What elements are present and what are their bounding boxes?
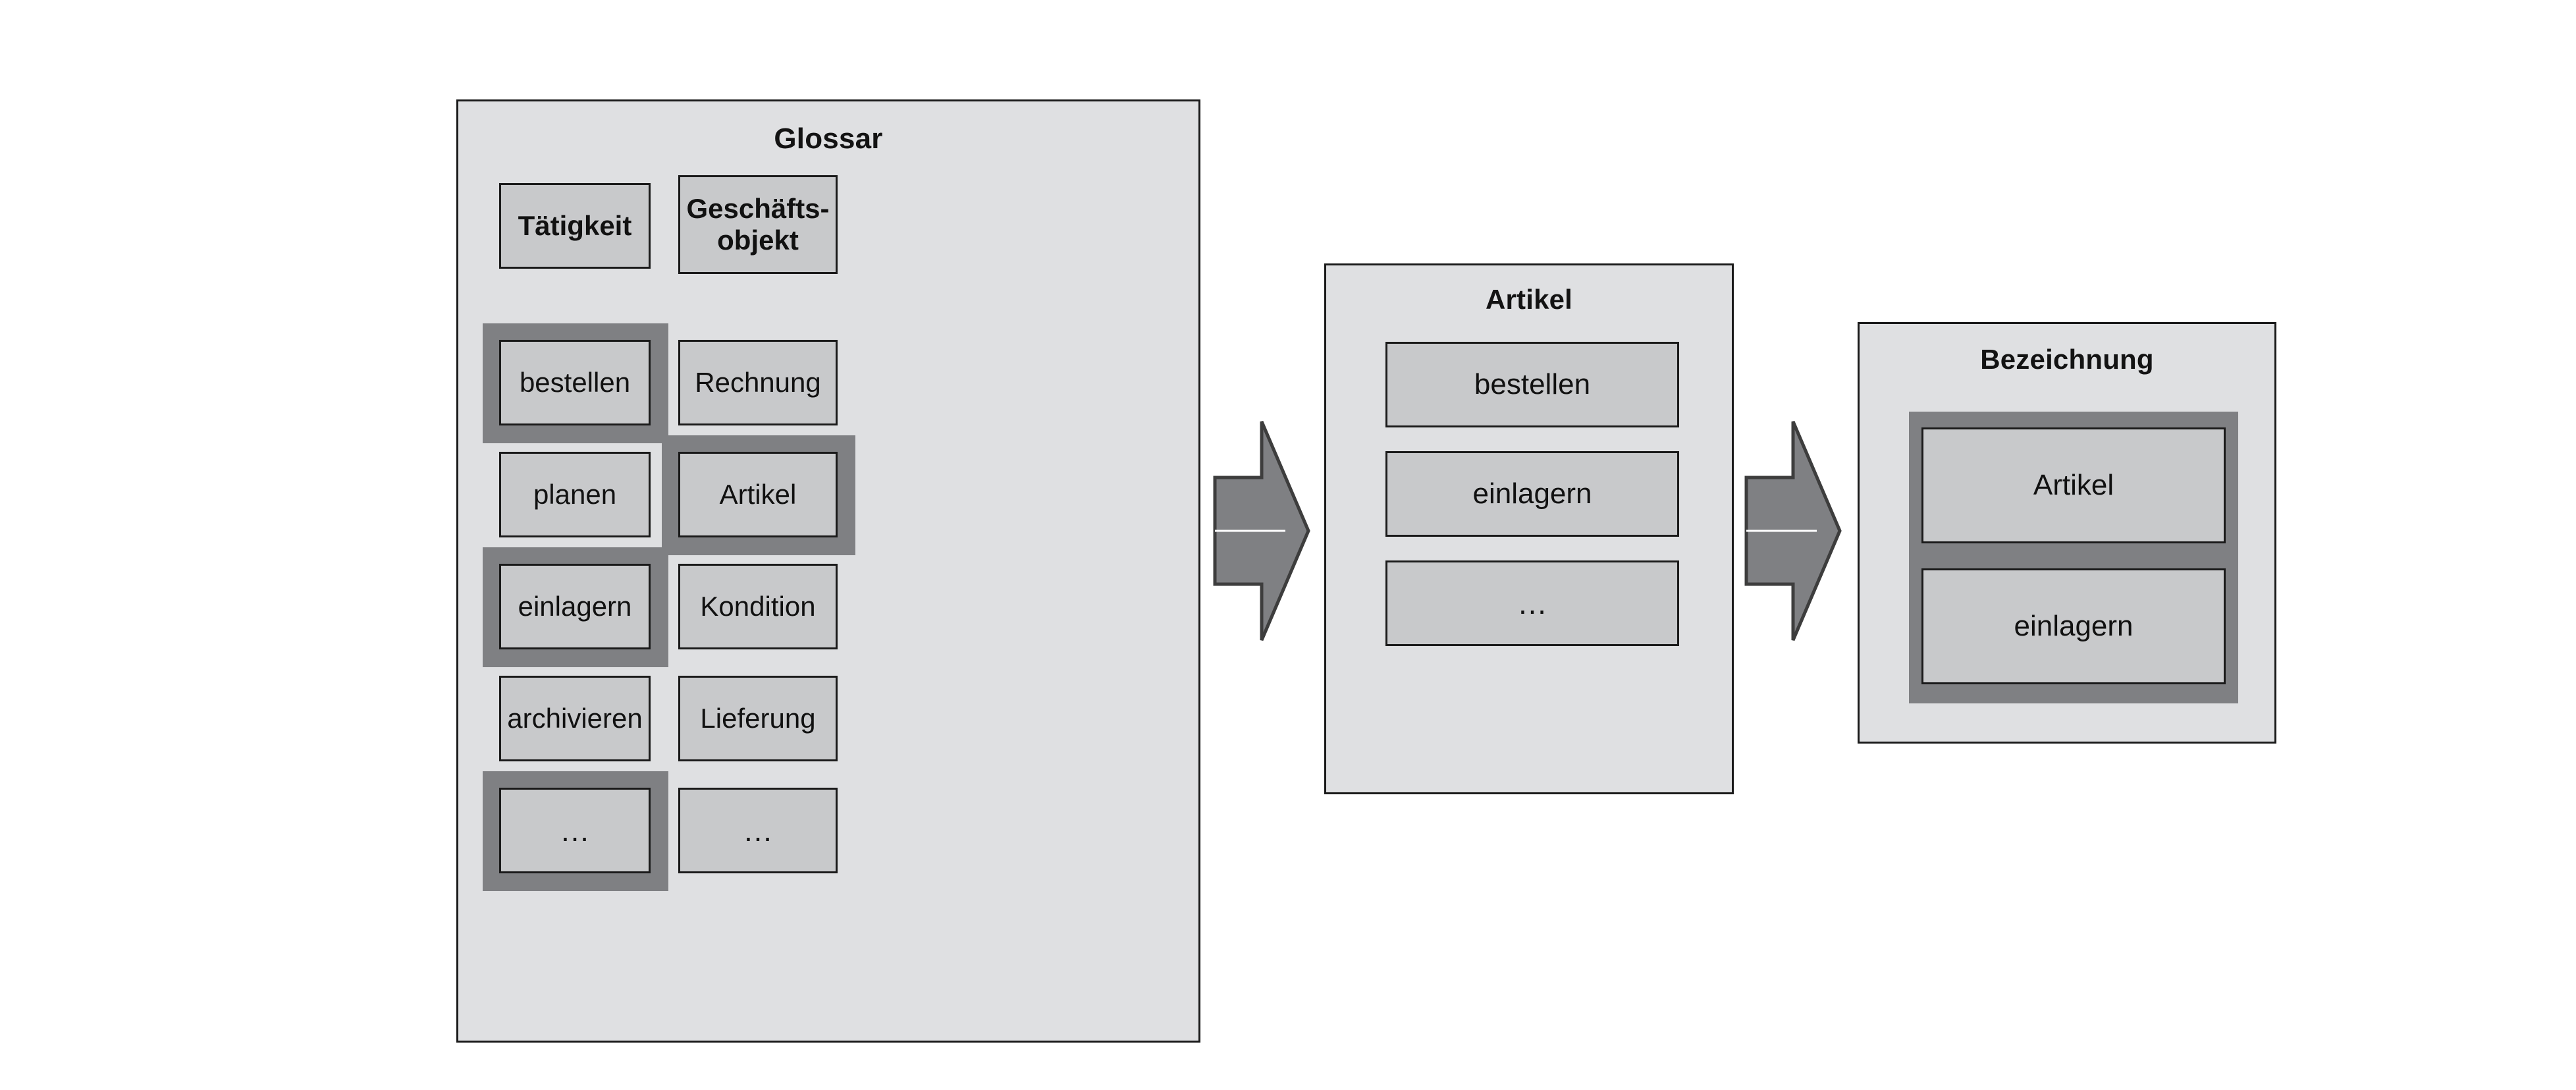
glossar-item-artikel[interactable]: Artikel bbox=[678, 452, 838, 537]
glossar-item-ellipsis-taetigkeit[interactable]: … bbox=[499, 788, 651, 873]
bezeichnung-item-artikel[interactable]: Artikel bbox=[1921, 427, 2226, 543]
arrow-artikel-to-bezeichnung bbox=[1743, 418, 1843, 644]
glossar-item-bestellen[interactable]: bestellen bbox=[499, 340, 651, 425]
bezeichnung-panel-title: Bezeichnung bbox=[1980, 344, 2154, 375]
glossar-column-header-geschaeftsobjekt: Geschäfts- objekt bbox=[678, 175, 838, 274]
artikel-item-bestellen[interactable]: bestellen bbox=[1385, 342, 1679, 427]
glossar-item-ellipsis-geschaeftsobjekt[interactable]: … bbox=[678, 788, 838, 873]
glossar-item-kondition[interactable]: Kondition bbox=[678, 564, 838, 649]
glossar-item-rechnung[interactable]: Rechnung bbox=[678, 340, 838, 425]
bezeichnung-panel: Bezeichnung Artikel einlagern bbox=[1858, 322, 2276, 744]
bezeichnung-item-einlagern[interactable]: einlagern bbox=[1921, 568, 2226, 684]
geschaeftsobjekt-header-line2: objekt bbox=[717, 225, 799, 256]
glossar-column-header-taetigkeit: Tätigkeit bbox=[499, 183, 651, 269]
glossar-item-archivieren[interactable]: archivieren bbox=[499, 676, 651, 761]
artikel-item-einlagern[interactable]: einlagern bbox=[1385, 451, 1679, 537]
glossar-panel: Glossar Tätigkeit Geschäfts- objekt best… bbox=[456, 99, 1200, 1043]
geschaeftsobjekt-header-line1: Geschäfts- bbox=[686, 192, 830, 224]
glossar-item-lieferung[interactable]: Lieferung bbox=[678, 676, 838, 761]
artikel-item-ellipsis[interactable]: … bbox=[1385, 560, 1679, 646]
artikel-panel-title: Artikel bbox=[1485, 284, 1573, 315]
glossar-panel-title: Glossar bbox=[774, 123, 883, 155]
glossar-item-planen[interactable]: planen bbox=[499, 452, 651, 537]
arrow-glossar-to-artikel bbox=[1212, 418, 1312, 644]
artikel-panel: Artikel bestellen einlagern … bbox=[1324, 263, 1734, 794]
glossar-item-einlagern[interactable]: einlagern bbox=[499, 564, 651, 649]
